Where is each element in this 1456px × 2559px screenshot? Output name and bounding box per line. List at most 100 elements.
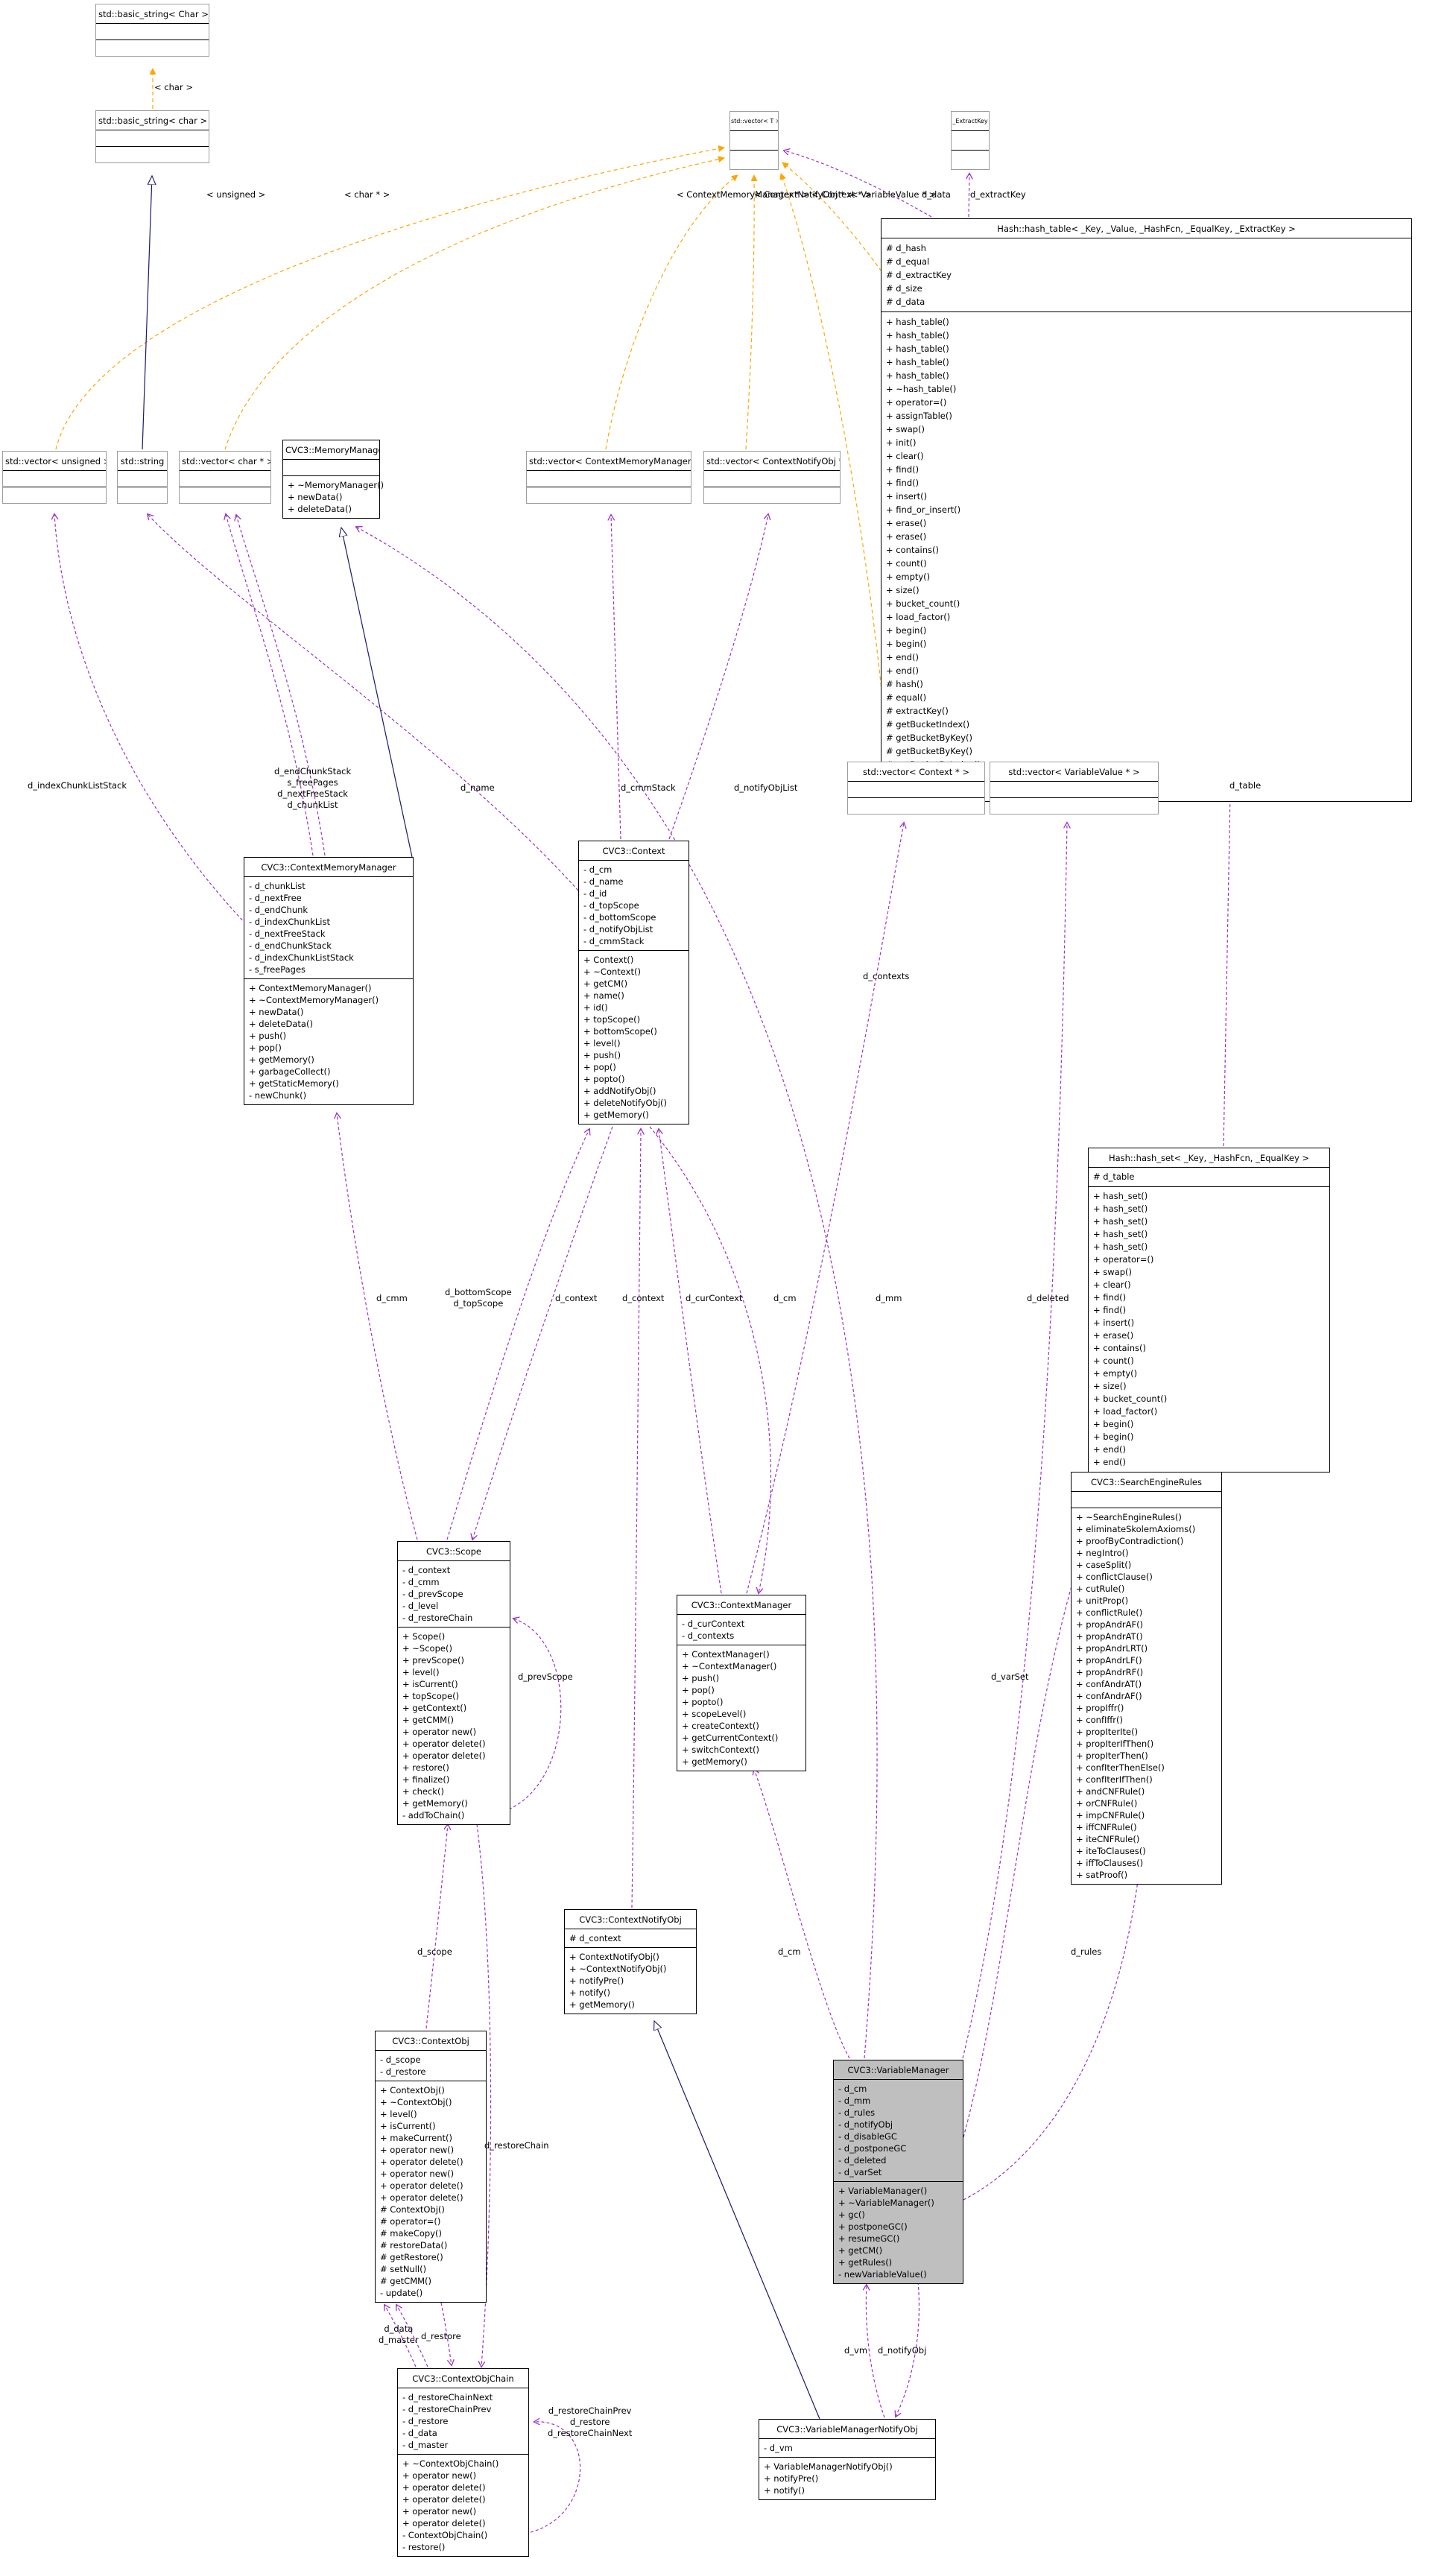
method-row: + ~ContextManager() bbox=[682, 1661, 777, 1671]
method-row: + confIterIfThen() bbox=[1076, 1774, 1153, 1785]
method-row: + orCNFRule() bbox=[1076, 1798, 1138, 1809]
method-row: + operator new() bbox=[402, 1727, 477, 1737]
edge-label-d_indexChunkListStack: d_indexChunkListStack bbox=[28, 780, 127, 791]
class-box-hash-set[interactable]: Hash::hash_set< _Key, _HashFcn, _EqualKe… bbox=[1088, 1148, 1330, 1473]
method-row: + addNotifyObj() bbox=[583, 1086, 656, 1096]
class-box-vector-unsigned[interactable]: std::vector< unsigned > bbox=[2, 451, 107, 504]
attr-row: - d_curContext bbox=[682, 1619, 745, 1629]
method-row: + getContext() bbox=[402, 1703, 467, 1713]
method-row: + notify() bbox=[764, 2485, 805, 2496]
attr-row: - d_postponeGC bbox=[838, 2143, 907, 2154]
class-box-memory-manager[interactable]: CVC3::MemoryManager+ ~MemoryManager()+ n… bbox=[282, 440, 384, 519]
class-box-vector-context-ptr[interactable]: std::vector< Context * > bbox=[847, 762, 985, 814]
method-row: + prevScope() bbox=[402, 1655, 464, 1666]
edge-usage-d_indexChunkListStack bbox=[54, 514, 247, 925]
edge-label-d_mm: d_mm bbox=[876, 1293, 902, 1303]
method-row: + conflictClause() bbox=[1076, 1572, 1153, 1582]
extract-key-attrs-empty bbox=[952, 130, 989, 150]
class-box-context-notify-obj[interactable]: CVC3::ContextNotifyObj# d_context+ Conte… bbox=[564, 1909, 697, 2014]
method-row: + switchContext() bbox=[682, 1745, 760, 1755]
method-row: # extractKey() bbox=[886, 706, 949, 716]
method-row: + insert() bbox=[1093, 1318, 1135, 1328]
class-box-variable-manager[interactable]: CVC3::VariableManager- d_cm- d_mm- d_rul… bbox=[833, 2060, 963, 2284]
class-title-context-manager: CVC3::ContextManager bbox=[691, 1600, 792, 1610]
attr-row: - s_freePages bbox=[249, 964, 306, 975]
class-box-context-obj[interactable]: CVC3::ContextObj- d_scope- d_restore+ Co… bbox=[375, 2031, 487, 2303]
attr-row: - d_context bbox=[402, 1565, 451, 1575]
method-row: + swap() bbox=[886, 424, 925, 434]
method-row: + notifyPre() bbox=[764, 2473, 819, 2484]
edge-usage-d_nextFreeStack bbox=[236, 515, 326, 856]
method-row: + isCurrent() bbox=[380, 2121, 436, 2131]
vector-context-notify-obj-ptr-attrs-empty bbox=[704, 470, 840, 487]
class-box-vector-context-memory-manager-ptr[interactable]: std::vector< ContextMemoryManager * > bbox=[526, 451, 691, 504]
class-box-std-string[interactable]: std::string bbox=[117, 451, 168, 504]
method-row: + getMemory() bbox=[402, 1798, 468, 1809]
class-box-basic-string-Char[interactable]: std::basic_string< Char > bbox=[95, 4, 209, 57]
method-row: + ~MemoryManager() bbox=[288, 480, 384, 490]
attr-row: - d_chunkList bbox=[249, 881, 306, 891]
attr-row: - d_mm bbox=[838, 2095, 871, 2106]
method-row: + conflictRule() bbox=[1076, 1607, 1143, 1618]
std-string-attrs-empty bbox=[118, 470, 167, 487]
class-box-variable-manager-notify-obj[interactable]: CVC3::VariableManagerNotifyObj- d_vm+ Va… bbox=[759, 2419, 936, 2500]
vector-unsigned-methods-empty bbox=[3, 487, 106, 503]
class-box-vector-variable-value-ptr[interactable]: std::vector< VariableValue * > bbox=[990, 762, 1159, 814]
method-row: + pop() bbox=[249, 1043, 282, 1053]
edge-usage-d_curContext bbox=[659, 1129, 722, 1594]
class-box-scope[interactable]: CVC3::Scope- d_context- d_cmm- d_prevSco… bbox=[397, 1541, 510, 1825]
method-row: + name() bbox=[583, 990, 624, 1001]
method-row: - addToChain() bbox=[402, 1810, 465, 1821]
class-box-vector-T[interactable]: std::vector< T > bbox=[729, 111, 779, 170]
edge-usage-d_master bbox=[396, 2305, 428, 2367]
vector-context-ptr-methods-empty bbox=[848, 797, 984, 814]
search-engine-rules-attrs-empty bbox=[1072, 1491, 1221, 1508]
basic-string-char-methods-empty bbox=[96, 146, 209, 162]
method-row: + end() bbox=[886, 652, 919, 662]
class-box-context-manager[interactable]: CVC3::ContextManager- d_curContext- d_co… bbox=[677, 1595, 806, 1771]
context-obj-chain-attrs: - d_restoreChainNext- d_restoreChainPrev… bbox=[398, 2388, 528, 2454]
method-row: + ~VariableManager() bbox=[838, 2198, 934, 2208]
method-row: + deleteData() bbox=[249, 1019, 313, 1029]
method-row: + makeCurrent() bbox=[380, 2133, 453, 2143]
method-row: + confIffr() bbox=[1076, 1715, 1124, 1725]
method-row: + ~ContextObjChain() bbox=[402, 2458, 499, 2469]
method-row: + caseSplit() bbox=[1076, 1560, 1132, 1570]
class-box-context-memory-manager[interactable]: CVC3::ContextMemoryManager- d_chunkList-… bbox=[244, 857, 414, 1105]
edge-usage-d_deleted bbox=[962, 823, 1067, 2059]
method-row: + ~ContextMemoryManager() bbox=[249, 995, 379, 1005]
class-title-basic-string-Char: std::basic_string< Char > bbox=[98, 9, 209, 19]
attr-row: - d_level bbox=[402, 1601, 439, 1611]
hash-set-attrs: # d_table bbox=[1089, 1167, 1329, 1186]
class-box-vector-char-ptr[interactable]: std::vector< char * > bbox=[179, 451, 271, 504]
edge-label-d_table: d_table bbox=[1229, 780, 1262, 791]
method-row: - newVariableValue() bbox=[838, 2269, 927, 2280]
class-box-extract-key[interactable]: _ExtractKey bbox=[951, 111, 990, 170]
class-box-vector-context-notify-obj-ptr[interactable]: std::vector< ContextNotifyObj * > bbox=[703, 451, 841, 504]
edge-label-d_restore: d_restore bbox=[421, 2331, 461, 2341]
method-row: + confIterThenElse() bbox=[1076, 1762, 1165, 1773]
attr-row: - d_scope bbox=[380, 2055, 421, 2065]
method-row: + hash_set() bbox=[1093, 1241, 1148, 1252]
class-box-search-engine-rules[interactable]: CVC3::SearchEngineRules+ ~SearchEngineRu… bbox=[1071, 1472, 1222, 1885]
edge-label-d_restoreChainPrev: d_restoreChainPrev d_restore d_restoreCh… bbox=[548, 2405, 633, 2438]
method-row: - restore() bbox=[402, 2542, 446, 2552]
edge-template-char- bbox=[224, 156, 725, 450]
class-box-basic-string-char[interactable]: std::basic_string< char > bbox=[95, 110, 209, 163]
method-row: + empty() bbox=[886, 572, 931, 582]
method-row: + deleteData() bbox=[288, 504, 352, 514]
class-title-vector-char-ptr: std::vector< char * > bbox=[182, 456, 270, 466]
method-row: + finalize() bbox=[402, 1774, 450, 1785]
attr-row: - d_data bbox=[402, 2428, 437, 2438]
method-row: + propIterIfThen() bbox=[1076, 1739, 1154, 1749]
method-row: + VariableManagerNotifyObj() bbox=[764, 2461, 893, 2472]
class-box-hash-table[interactable]: Hash::hash_table< _Key, _Value, _HashFcn… bbox=[881, 218, 1412, 802]
edge-label-d_contexts: d_contexts bbox=[863, 971, 910, 981]
class-box-context-obj-chain[interactable]: CVC3::ContextObjChain- d_restoreChainNex… bbox=[397, 2368, 529, 2557]
method-row: # makeCopy() bbox=[380, 2228, 443, 2239]
method-row: + createContext() bbox=[682, 1721, 759, 1731]
class-title-hash-set: Hash::hash_set< _Key, _HashFcn, _EqualKe… bbox=[1108, 1153, 1310, 1163]
class-box-context[interactable]: CVC3::Context- d_cm- d_name- d_id- d_top… bbox=[578, 841, 689, 1124]
vector-char-ptr-attrs-empty bbox=[180, 470, 270, 487]
method-row: + operator new() bbox=[380, 2145, 455, 2155]
